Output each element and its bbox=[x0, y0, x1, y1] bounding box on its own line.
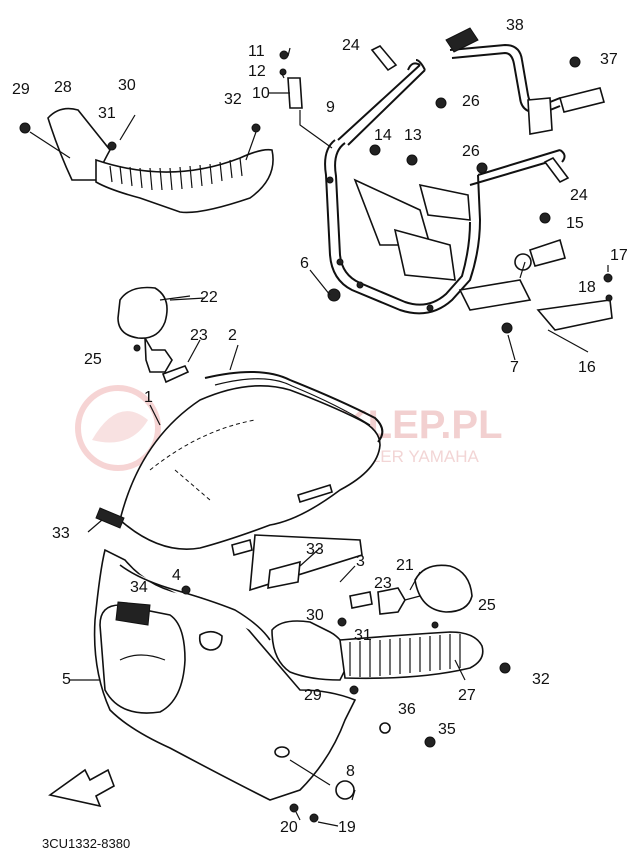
left-air-duct bbox=[19, 107, 274, 214]
windscreen bbox=[119, 365, 384, 550]
callout-29-lower: 29 bbox=[304, 687, 322, 704]
callout-24-lower: 24 bbox=[570, 187, 588, 204]
callout-23-upper: 23 bbox=[190, 327, 208, 344]
diagram-code: 3CU1332-8380 bbox=[42, 836, 130, 851]
callout-34: 34 bbox=[130, 579, 148, 596]
callout-9: 9 bbox=[326, 99, 335, 116]
callout-17: 17 bbox=[610, 247, 628, 264]
callout-24-upper: 24 bbox=[342, 37, 360, 54]
callout-labels: 1 2 3 4 5 6 7 8 9 10 11 12 13 14 15 16 1… bbox=[12, 17, 628, 836]
callout-5: 5 bbox=[62, 671, 71, 688]
watermark-logo-icon bbox=[75, 385, 161, 471]
callout-21: 21 bbox=[396, 557, 414, 574]
callout-25-right: 25 bbox=[478, 597, 496, 614]
callout-3: 3 bbox=[356, 553, 365, 570]
callout-25-left: 25 bbox=[84, 351, 102, 368]
callout-27: 27 bbox=[458, 687, 476, 704]
callout-36: 36 bbox=[398, 701, 416, 718]
callout-31-upper: 31 bbox=[98, 105, 116, 122]
callout-10: 10 bbox=[252, 85, 270, 102]
callout-31-lower: 31 bbox=[354, 627, 372, 644]
callout-28: 28 bbox=[54, 79, 72, 96]
callout-33-right: 33 bbox=[306, 541, 324, 558]
callout-35: 35 bbox=[438, 721, 456, 738]
callout-29-upper: 29 bbox=[12, 81, 30, 98]
callout-12: 12 bbox=[248, 63, 266, 80]
forward-arrow-icon bbox=[48, 768, 115, 808]
callout-20: 20 bbox=[280, 819, 298, 836]
callout-26-lower: 26 bbox=[462, 143, 480, 160]
callout-30-upper: 30 bbox=[118, 77, 136, 94]
leader-lines bbox=[70, 47, 609, 827]
callout-2: 2 bbox=[228, 327, 237, 344]
callout-8: 8 bbox=[346, 763, 355, 780]
right-air-duct bbox=[271, 617, 511, 748]
right-mirror bbox=[349, 564, 473, 629]
callout-38: 38 bbox=[506, 17, 524, 34]
callout-19: 19 bbox=[338, 819, 356, 836]
callout-23-lower: 23 bbox=[374, 575, 392, 592]
callout-32-lower: 32 bbox=[532, 671, 550, 688]
callout-22: 22 bbox=[200, 289, 218, 306]
callout-16: 16 bbox=[578, 359, 596, 376]
callout-37: 37 bbox=[600, 51, 618, 68]
callout-15: 15 bbox=[566, 215, 584, 232]
callout-33-left: 33 bbox=[52, 525, 70, 542]
callout-7: 7 bbox=[510, 359, 519, 376]
callout-30-lower: 30 bbox=[306, 607, 324, 624]
upper-bracket bbox=[445, 27, 605, 135]
front-cowling bbox=[93, 507, 363, 823]
callout-14: 14 bbox=[374, 127, 392, 144]
callout-1: 1 bbox=[144, 389, 153, 406]
fairing-stay-frame bbox=[279, 45, 613, 353]
callout-32-upper: 32 bbox=[224, 91, 242, 108]
left-mirror bbox=[117, 286, 191, 373]
callout-13: 13 bbox=[404, 127, 422, 144]
callout-11: 11 bbox=[248, 43, 265, 60]
callout-26-upper: 26 bbox=[462, 93, 480, 110]
callout-18: 18 bbox=[578, 279, 596, 296]
callout-6: 6 bbox=[300, 255, 309, 272]
callout-4: 4 bbox=[172, 567, 181, 584]
